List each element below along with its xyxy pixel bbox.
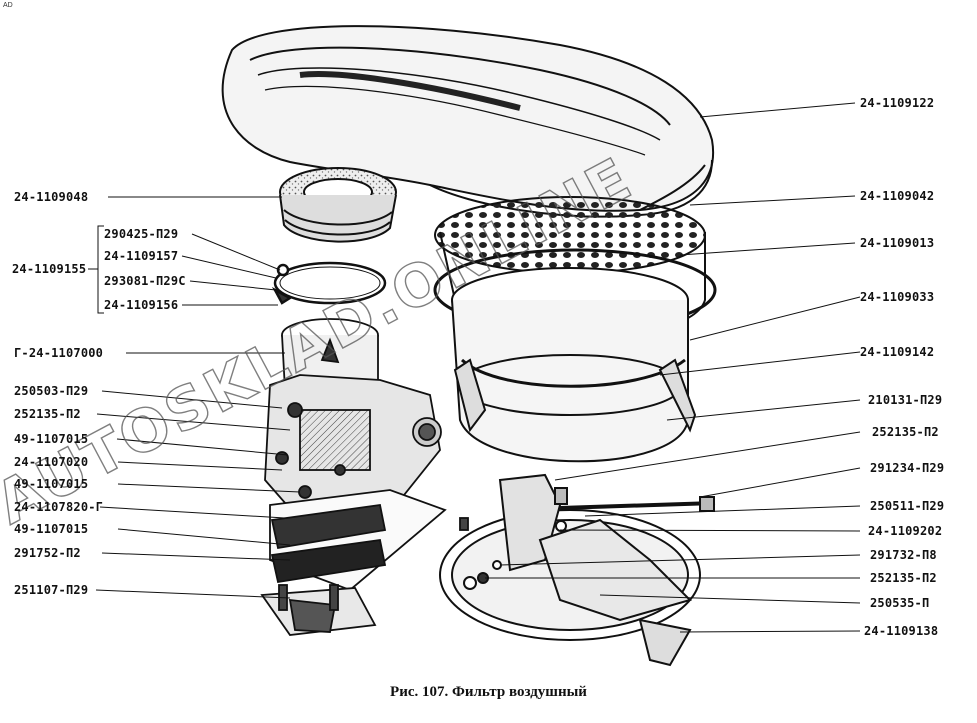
carburetor-assembly	[260, 318, 469, 636]
label-24-1109048: 24-1109048	[14, 190, 89, 204]
label-24-1109142: 24-1109142	[860, 345, 935, 359]
label-210131-p29: 210131-П29	[868, 393, 943, 407]
label-24-1107020: 24-1107020	[14, 455, 89, 469]
label-24-1109042: 24-1109042	[860, 189, 935, 203]
label-252135-p2-right-b: 252135-П2	[870, 571, 937, 585]
label-251107-p29: 251107-П29	[14, 583, 89, 597]
label-24-1109122: 24-1109122	[860, 96, 935, 110]
label-250503-p29: 250503-П29	[14, 384, 89, 398]
label-24-1107820-g: 24-1107820-Г	[14, 500, 104, 514]
label-24-1109155: 24-1109155	[12, 262, 87, 276]
label-49-1107015-b: 49-1107015	[14, 477, 89, 491]
housing-base	[439, 473, 716, 667]
label-291752-p2: 291752-П2	[14, 546, 81, 560]
clamp-ring	[271, 261, 387, 305]
label-250511-p29: 250511-П29	[870, 499, 945, 513]
label-49-1107015-a: 49-1107015	[14, 432, 89, 446]
label-24-1109138: 24-1109138	[864, 624, 939, 638]
label-252135-p2-right-a: 252135-П2	[872, 425, 939, 439]
figure-caption: Рис. 107. Фильтр воздушный	[390, 684, 587, 700]
label-24-1109202: 24-1109202	[868, 524, 943, 538]
label-290425-p29: 290425-П29	[104, 227, 179, 241]
label-49-1107015-c: 49-1107015	[14, 522, 89, 536]
label-293081-p29s: 293081-П29С	[104, 274, 186, 288]
label-291732-p8: 291732-П8	[870, 548, 937, 562]
label-24-1109013: 24-1109013	[860, 236, 935, 250]
label-24-1109033: 24-1109033	[860, 290, 935, 304]
label-250535-p: 250535-П	[870, 596, 930, 610]
label-g-24-1107000: Г-24-1107000	[14, 346, 104, 360]
filter-housing	[433, 196, 717, 463]
intake-seal-ring	[279, 167, 397, 243]
label-24-1109156: 24-1109156	[104, 298, 179, 312]
label-24-1109157: 24-1109157	[104, 249, 179, 263]
leader-lines	[88, 102, 861, 633]
label-252135-p2-left: 252135-П2	[14, 407, 81, 421]
corner-mark: AD	[3, 2, 13, 9]
label-291234-p29: 291234-П29	[870, 461, 945, 475]
